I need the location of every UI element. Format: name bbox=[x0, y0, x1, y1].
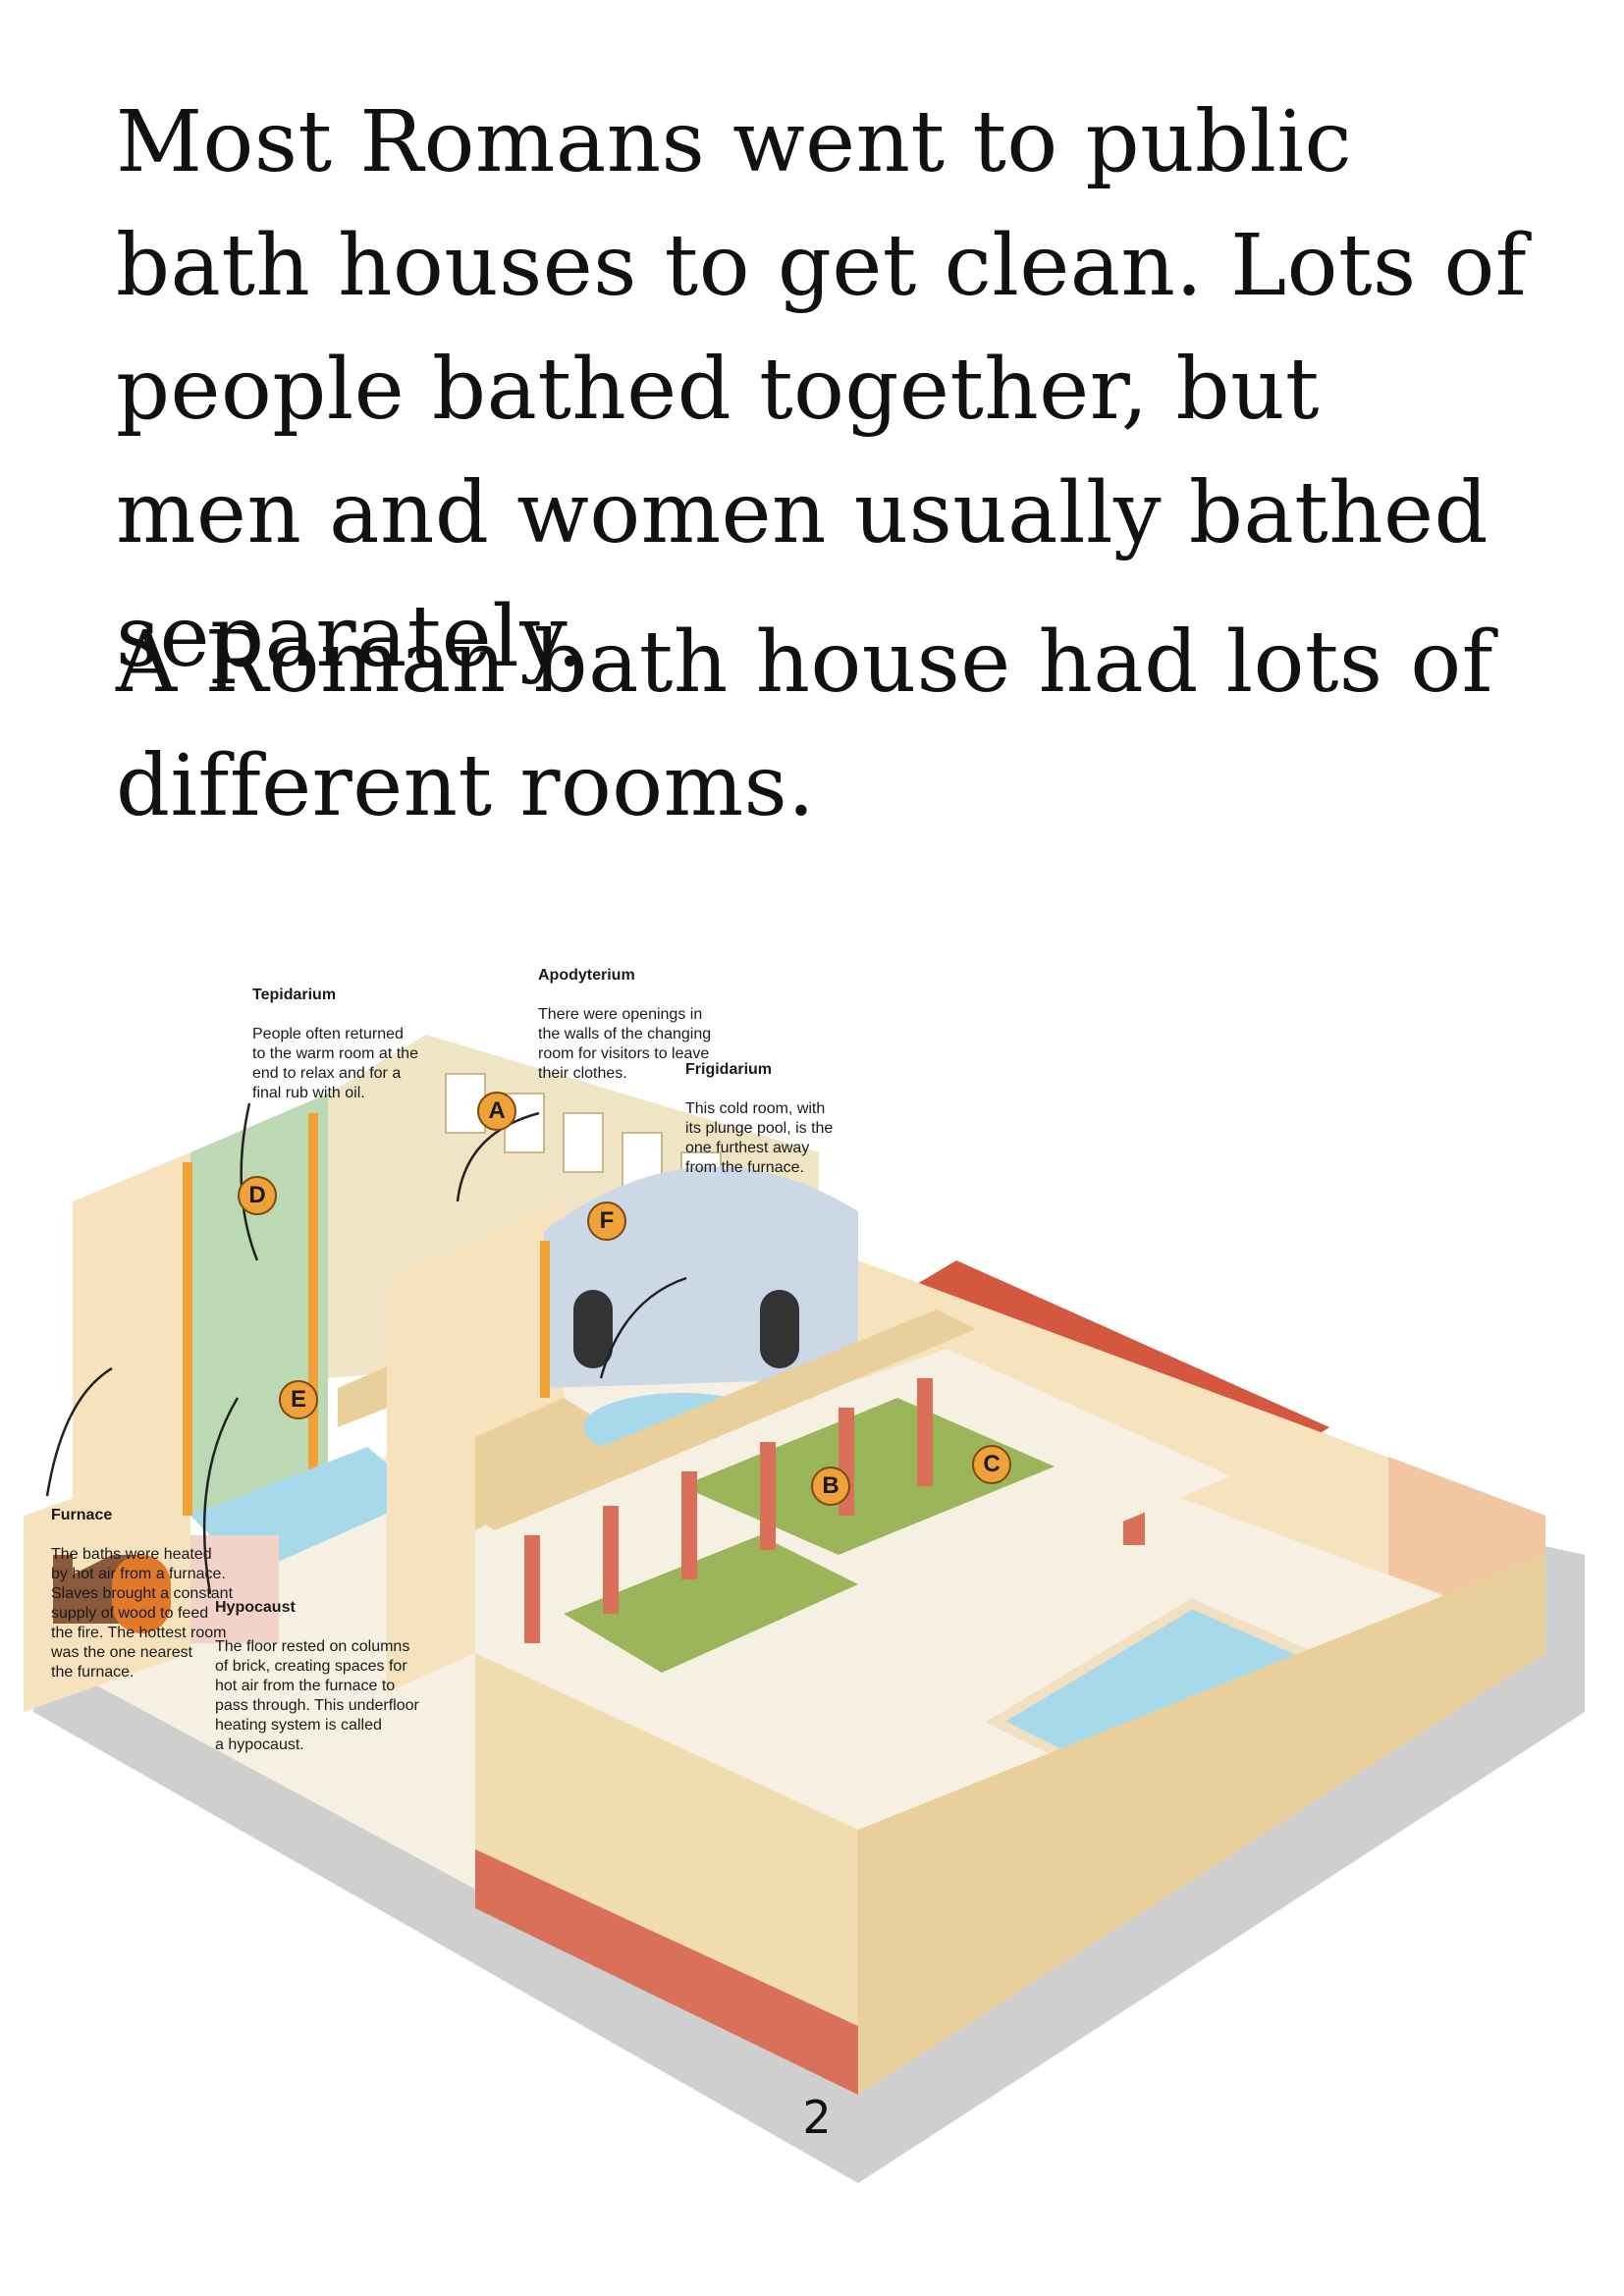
frigidarium-arch bbox=[760, 1290, 799, 1368]
apodyterium-title: Apodyterium bbox=[538, 967, 635, 984]
rooms-paragraph: A Roman bath house had lots of different… bbox=[116, 614, 1494, 835]
hypocaust-callout: Hypocaust The floor rested on columns of… bbox=[215, 1578, 419, 1775]
right-outer-wall bbox=[858, 1260, 1545, 1633]
marker-e: E bbox=[279, 1380, 318, 1419]
front-right-wall bbox=[858, 1555, 1545, 2095]
orange-trim-left bbox=[183, 1162, 192, 1516]
marker-f: F bbox=[587, 1201, 626, 1241]
marker-d: D bbox=[238, 1176, 277, 1215]
frigidarium-text: This cold room, with its plunge pool, is… bbox=[685, 1100, 834, 1176]
bath-house-illustration: Tepidarium People often returned to the … bbox=[14, 966, 1585, 2183]
hypocaust-title: Hypocaust bbox=[215, 1599, 296, 1616]
furnace-callout: Furnace The baths were heated by hot air… bbox=[51, 1486, 233, 1702]
left-outer-wall bbox=[73, 1152, 190, 1575]
front-wall-base bbox=[475, 1849, 858, 2095]
colonnade-beam bbox=[456, 1309, 976, 1530]
tepidarium-wall bbox=[190, 1094, 328, 1516]
furnace-fire bbox=[112, 1555, 171, 1633]
hypocaust-text: The floor rested on columns of brick, cr… bbox=[215, 1638, 419, 1753]
orange-trim-frigidarium bbox=[540, 1241, 550, 1398]
bath-house-cutaway-drawing bbox=[24, 1035, 1585, 2183]
furnace-title: Furnace bbox=[51, 1507, 113, 1523]
tepidarium-title: Tepidarium bbox=[252, 987, 337, 1003]
tepidarium-callout: Tepidarium People often returned to the … bbox=[252, 966, 418, 1123]
front-divider-wall bbox=[387, 1368, 475, 1692]
marker-c: C bbox=[972, 1445, 1011, 1484]
frigidarium-title: Frigidarium bbox=[685, 1061, 773, 1078]
grass-strip-lower bbox=[564, 1535, 858, 1673]
marker-a: A bbox=[477, 1092, 516, 1131]
intro-paragraph: Most Romans went to public bath houses t… bbox=[116, 93, 1528, 686]
page-number: 2 bbox=[802, 2091, 832, 2144]
furnace-text: The baths were heated by hot air from a … bbox=[51, 1546, 234, 1681]
tepidarium-text: People often returned to the warm room a… bbox=[252, 1026, 418, 1101]
marker-b: B bbox=[811, 1467, 850, 1506]
apodyterium-callout: Apodyterium There were openings in the w… bbox=[538, 946, 711, 1103]
frigidarium-doorway bbox=[573, 1290, 613, 1368]
orange-trim-tepidarium bbox=[308, 1113, 318, 1486]
frigidarium-callout: Frigidarium This cold room, with its plu… bbox=[685, 1041, 833, 1198]
apodyterium-text: There were openings in the walls of the … bbox=[538, 1006, 712, 1082]
